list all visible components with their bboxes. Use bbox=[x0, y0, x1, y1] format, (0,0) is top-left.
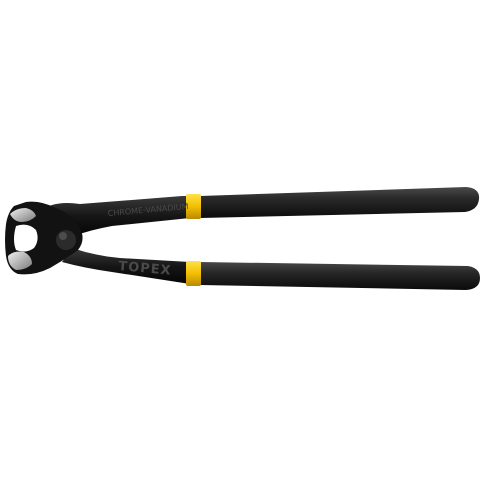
upper-jaw-edge bbox=[10, 208, 36, 222]
jaw-opening bbox=[14, 224, 38, 252]
lower-steel-arm bbox=[62, 248, 190, 284]
pivot-rivet-highlight bbox=[59, 232, 67, 240]
lower-jaw-edge bbox=[8, 251, 32, 270]
lower-yellow-ring bbox=[186, 261, 201, 286]
upper-yellow-ring bbox=[186, 194, 201, 219]
brand-mark: TOPEX bbox=[118, 259, 172, 279]
upper-handle-grip bbox=[200, 187, 480, 218]
lower-handle-grip bbox=[200, 262, 480, 290]
pivot-rivet bbox=[56, 230, 76, 250]
